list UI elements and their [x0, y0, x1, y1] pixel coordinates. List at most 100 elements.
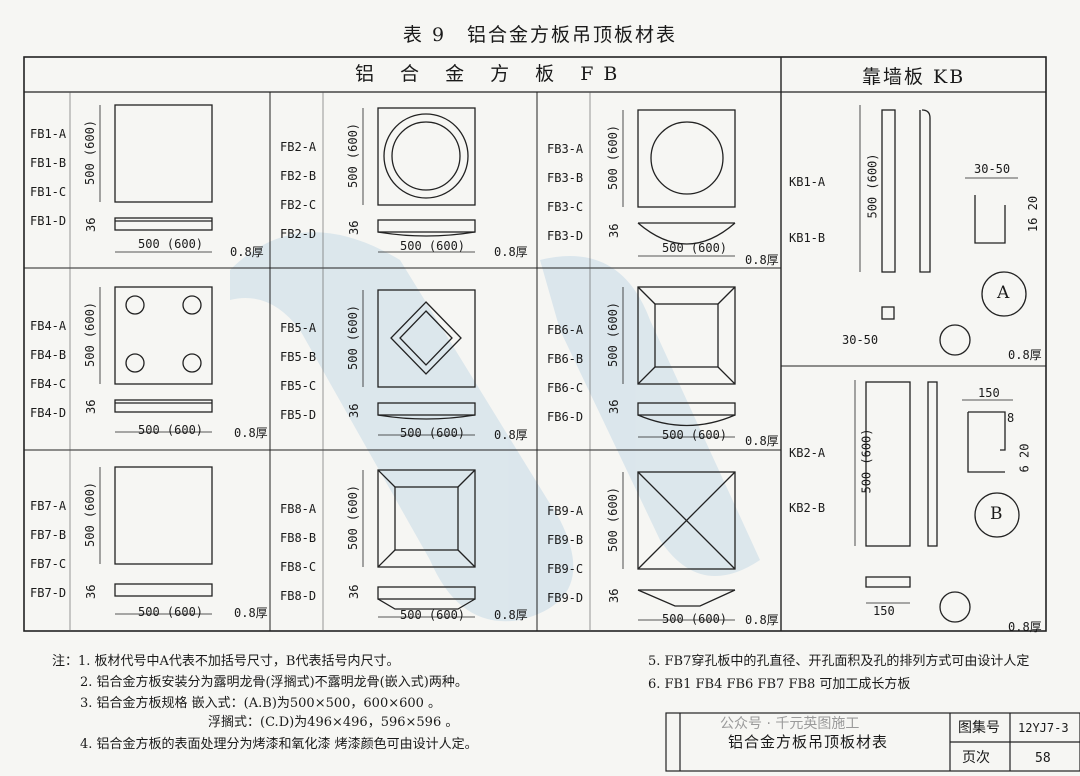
dim-bottom: 500 (600): [138, 237, 204, 251]
dim-side: 500 (600): [606, 486, 620, 552]
dim-bottom: 500 (600): [400, 608, 466, 622]
dim-thickness: 0.8厚: [494, 245, 528, 259]
panel-code: FB2-C: [280, 198, 317, 212]
dim-36: 36: [347, 220, 361, 235]
panel-code: FB2-B: [280, 169, 317, 183]
dim-side: 500 (600): [83, 481, 97, 547]
note-3: 3. 铝合金方板规格 嵌入式：(A.B)为500×500，600×600 。: [80, 696, 442, 711]
kb1-code-a: KB1-A: [789, 175, 826, 189]
dim-bottom: 500 (600): [662, 241, 728, 255]
watermark-text: 公众号 · 千元英图施工: [720, 716, 860, 732]
kb2-dim-side: 500 (600): [859, 428, 874, 494]
dim-side: 500 (600): [606, 301, 620, 367]
panel-code: FB1-C: [30, 185, 67, 199]
titleblock-name: 铝合金方板吊顶板材表: [728, 733, 889, 751]
kb2-thick: 0.8厚: [1008, 620, 1042, 634]
dim-side: 500 (600): [346, 304, 360, 370]
panel-code: FB3-A: [547, 142, 584, 156]
note-5: 5. FB7穿孔板中的孔直径、开孔面积及孔的排列方式可由设计人定: [648, 654, 1030, 669]
atlas-number: 12YJ7-3: [1018, 721, 1069, 735]
dim-thickness: 0.8厚: [494, 608, 528, 622]
dim-side: 500 (600): [606, 124, 620, 190]
dim-36: 36: [607, 399, 621, 414]
kb2-code-b: KB2-B: [789, 501, 826, 515]
panel-code: FB4-A: [30, 319, 67, 333]
panel-code: FB8-A: [280, 502, 317, 516]
kb1-dim-side: 500 (600): [865, 153, 880, 219]
panel-code: FB6-D: [547, 410, 584, 424]
page-label: 页次: [962, 750, 990, 766]
panel-code: FB6-C: [547, 381, 584, 395]
kb1-code-b: KB1-B: [789, 231, 826, 245]
kb-dim-8: 8: [1007, 411, 1015, 425]
panel-code: FB9-D: [547, 591, 584, 605]
dim-side: 500 (600): [346, 484, 360, 550]
panel-code: FB8-C: [280, 560, 317, 574]
dim-36: 36: [607, 588, 621, 603]
panel-code: FB4-B: [30, 348, 67, 362]
kb-dim-30-50-b: 30-50: [842, 333, 879, 347]
panel-code: FB2-A: [280, 140, 317, 154]
panel-code: FB7-B: [30, 528, 67, 542]
dim-bottom: 500 (600): [138, 423, 204, 437]
panel-code: FB6-A: [547, 323, 584, 337]
watermark-logo: [230, 232, 760, 622]
dim-bottom: 500 (600): [662, 428, 728, 442]
kb-dim-150-b: 150: [873, 604, 895, 618]
panel-code: FB2-D: [280, 227, 317, 241]
panel-code: FB8-D: [280, 589, 317, 603]
dim-bottom: 500 (600): [138, 605, 204, 619]
panel-code: FB7-A: [30, 499, 67, 513]
atlas-label: 图集号: [958, 720, 1000, 736]
panel-code: FB9-C: [547, 562, 584, 576]
panel-code: FB5-D: [280, 408, 317, 422]
panel-code: FB6-B: [547, 352, 584, 366]
kb-dim-16-20: 16 20: [1026, 195, 1041, 233]
page-title: 表 9 铝合金方板吊顶板材表: [402, 24, 678, 46]
kb1-thick: 0.8厚: [1008, 348, 1042, 362]
note-6: 6. FB1 FB4 FB6 FB7 FB8 可加工成长方板: [648, 677, 911, 692]
panel-code: FB3-C: [547, 200, 584, 214]
note-1: 注：1. 板材代号中A代表不加括号尺寸，B代表括号内尺寸。: [52, 654, 400, 669]
header-fb: 铝 合 金 方 板 FB: [355, 63, 628, 85]
dim-thickness: 0.8厚: [230, 245, 264, 259]
panel-code: FB3-B: [547, 171, 584, 185]
header-kb: 靠墙板 KB: [862, 66, 966, 88]
detail-b-label: B: [990, 504, 1003, 524]
dim-36: 36: [347, 403, 361, 418]
page-number: 58: [1035, 751, 1051, 766]
panel-code: FB8-B: [280, 531, 317, 545]
dim-thickness: 0.8厚: [745, 253, 779, 267]
dim-36: 36: [84, 217, 98, 232]
dim-side: 500 (600): [83, 119, 97, 185]
dim-36: 36: [347, 584, 361, 599]
dim-side: 500 (600): [346, 122, 360, 188]
panel-code: FB3-D: [547, 229, 584, 243]
dim-thickness: 0.8厚: [494, 428, 528, 442]
note-3b: 浮搁式：(C.D)为496×496，596×596 。: [208, 715, 459, 730]
dim-36: 36: [84, 584, 98, 599]
dim-thickness: 0.8厚: [234, 606, 268, 620]
dim-bottom: 500 (600): [662, 612, 728, 626]
kb-dim-30-50: 30-50: [974, 162, 1011, 176]
panel-code: FB4-D: [30, 406, 67, 420]
dim-36: 36: [84, 399, 98, 414]
dim-36: 36: [607, 223, 621, 238]
panel-code: FB5-B: [280, 350, 317, 364]
panel-code: FB5-A: [280, 321, 317, 335]
panel-code: FB5-C: [280, 379, 317, 393]
dim-thickness: 0.8厚: [234, 426, 268, 440]
panel-code: FB4-C: [30, 377, 67, 391]
kb-dim-6-20: 6 20: [1017, 443, 1032, 473]
panel-code: FB1-D: [30, 214, 67, 228]
dim-side: 500 (600): [83, 301, 97, 367]
kb2-code-a: KB2-A: [789, 446, 826, 460]
dim-thickness: 0.8厚: [745, 613, 779, 627]
detail-a-label: A: [997, 283, 1010, 303]
panel-code: FB9-B: [547, 533, 584, 547]
kb-dim-150: 150: [978, 386, 1000, 400]
panel-code: FB9-A: [547, 504, 584, 518]
note-4: 4. 铝合金方板的表面处理分为烤漆和氧化漆 烤漆颜色可由设计人定。: [80, 737, 478, 752]
panel-code: FB7-C: [30, 557, 67, 571]
